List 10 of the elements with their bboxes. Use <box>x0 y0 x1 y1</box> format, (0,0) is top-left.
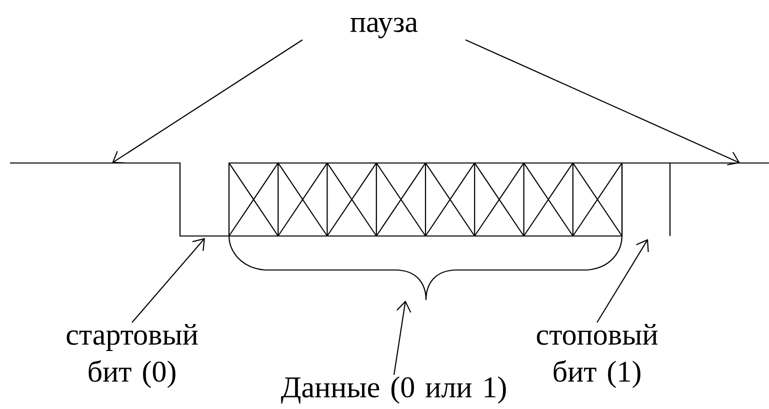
arrow <box>393 300 412 375</box>
label-text: пауза <box>350 18 418 38</box>
arrow <box>596 239 649 323</box>
arrow <box>112 39 303 164</box>
brace <box>228 236 623 301</box>
arrow <box>465 39 740 166</box>
label-text: Данные (0 или 1) <box>281 376 506 404</box>
arrow <box>132 238 205 323</box>
label-text: стартовый бит (0) <box>66 324 198 388</box>
label-text: стоповый бит (1) <box>536 324 658 388</box>
